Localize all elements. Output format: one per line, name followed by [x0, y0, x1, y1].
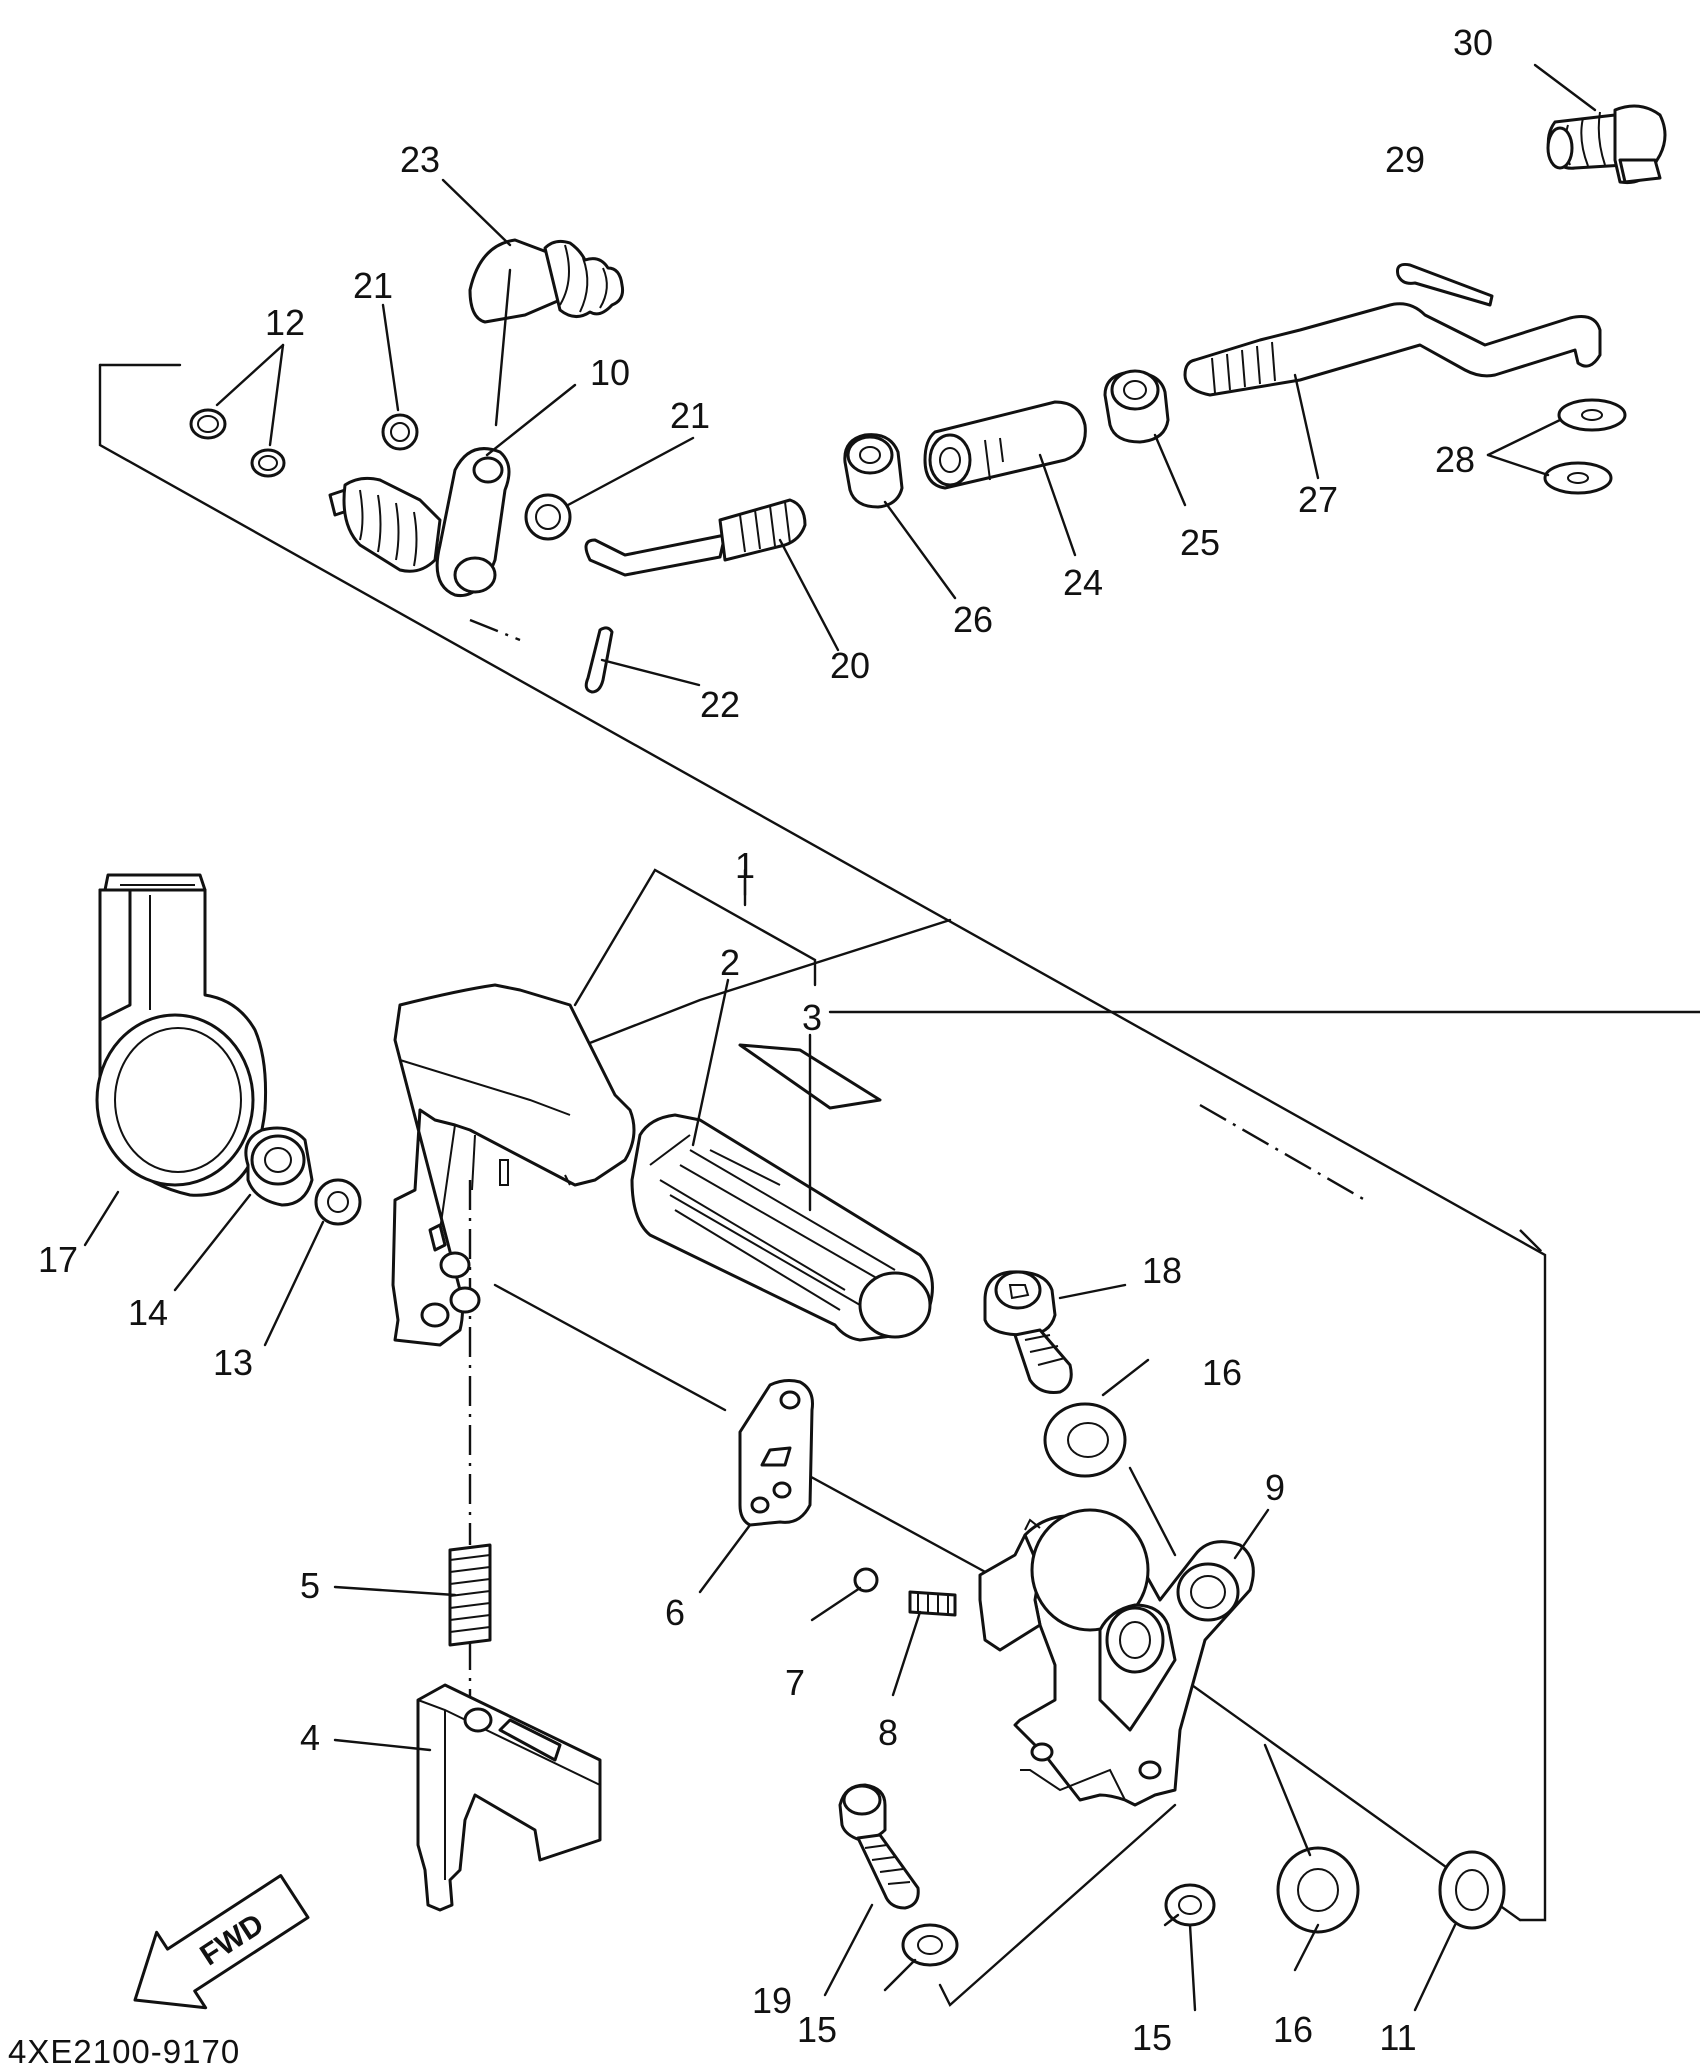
shift-rod-20 [584, 498, 807, 577]
bracket-9 [978, 1508, 1255, 1807]
callout-c16b: 16 [1273, 2009, 1313, 2050]
callout-c11: 11 [1379, 2017, 1416, 2058]
washer-16b [1276, 1846, 1360, 1934]
callout-c10: 10 [590, 352, 630, 393]
washer-11 [1438, 1850, 1506, 1930]
cotter-pin-29 [1396, 263, 1494, 307]
washer-12a [189, 408, 227, 440]
washer-12b [250, 448, 286, 478]
callout-c21b: 21 [670, 395, 710, 436]
spring-8 [908, 1590, 957, 1617]
boot-23 [468, 238, 624, 324]
callout-c17: 17 [38, 1239, 78, 1280]
callout-c20: 20 [830, 645, 870, 686]
callout-c3: 3 [802, 997, 822, 1038]
grip-2 [630, 1113, 934, 1342]
nut-26 [843, 433, 904, 509]
remote-control-lower [95, 873, 1506, 1967]
washer-15a [901, 1923, 959, 1967]
control-housing-1 [391, 983, 636, 1347]
callout-c15a: 15 [797, 2009, 837, 2050]
callout-c29: 29 [1385, 139, 1425, 180]
callout-c9: 9 [1265, 1467, 1285, 1508]
callout-c26: 26 [953, 599, 993, 640]
callout-c24: 24 [1063, 562, 1103, 603]
washer-21a [381, 413, 419, 451]
callout-c27: 27 [1298, 479, 1338, 520]
callout-c30: 30 [1453, 22, 1493, 63]
bolt-19 [838, 1783, 920, 1910]
handle-bracket-17 [95, 873, 268, 1197]
callout-c12: 12 [265, 302, 305, 343]
washer-16a [1043, 1402, 1127, 1478]
cotter-pin-22 [584, 626, 614, 694]
joint-24 [923, 400, 1087, 490]
washer-21b [524, 493, 572, 541]
callout-c16a: 16 [1202, 1352, 1242, 1393]
callout-c1: 1 [735, 845, 755, 886]
callout-c4: 4 [300, 1717, 320, 1758]
shift-linkage-upper [189, 104, 1667, 694]
callout-c14: 14 [128, 1292, 168, 1333]
drawing-code: 4XE2100-9170 [8, 2033, 240, 2070]
collar-nut-14 [244, 1126, 314, 1207]
callout-c25: 25 [1180, 522, 1220, 563]
spring-5 [448, 1543, 492, 1647]
callout-c22: 22 [700, 684, 740, 725]
callout-c2: 2 [720, 942, 740, 983]
washers-28 [1543, 398, 1627, 495]
callout-c19: 19 [752, 1980, 792, 2021]
washer-13 [314, 1178, 362, 1226]
callout-c21a: 21 [353, 265, 393, 306]
bolt-18 [983, 1270, 1073, 1394]
callout-c28: 28 [1435, 439, 1475, 480]
callout-c8: 8 [878, 1712, 898, 1753]
leader-lines [83, 63, 1597, 2012]
callout-c6: 6 [665, 1592, 685, 1633]
shift-rod-27 [1183, 302, 1602, 397]
callout-c15b: 15 [1132, 2017, 1172, 2058]
shift-lever-10 [328, 447, 511, 598]
fwd-arrow-icon: FWD [133, 1874, 310, 2010]
ball-7 [853, 1567, 879, 1593]
plate-6 [738, 1379, 814, 1527]
callout-c5: 5 [300, 1565, 320, 1606]
callout-c18: 18 [1142, 1250, 1182, 1291]
callout-c7: 7 [785, 1662, 805, 1703]
callout-c13: 13 [213, 1342, 253, 1383]
callout-c23: 23 [400, 139, 440, 180]
boot-30 [1546, 104, 1667, 184]
slider-4 [416, 1683, 602, 1912]
nut-25 [1103, 369, 1170, 444]
